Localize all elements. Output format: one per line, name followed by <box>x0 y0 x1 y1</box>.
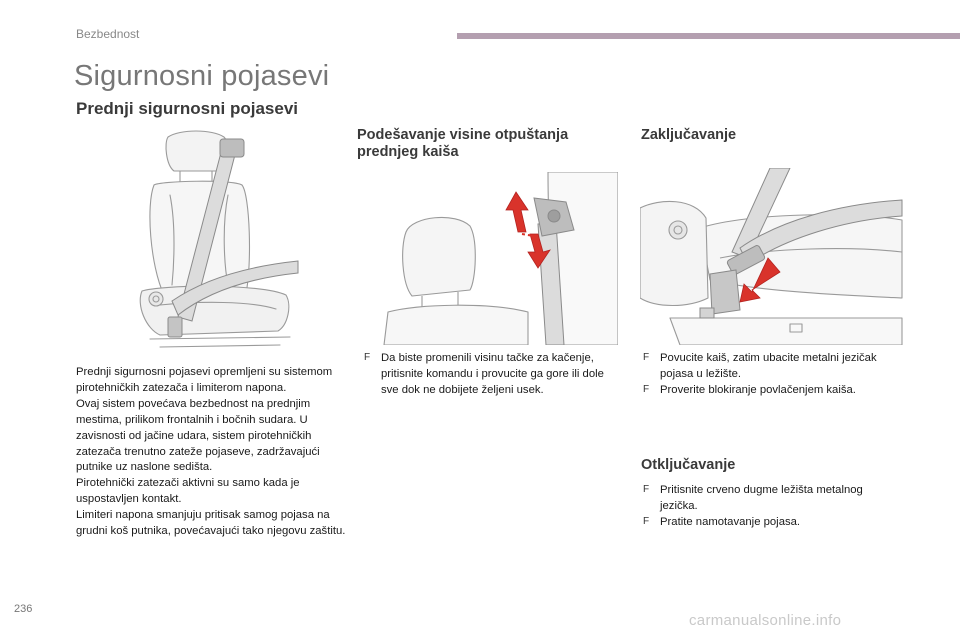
intro-text: Prednji sigurnosni pojasevi opremljeni s… <box>76 365 346 540</box>
intro-paragraph: Prednji sigurnosni pojasevi opremljeni s… <box>76 366 333 394</box>
intro-paragraph: Pirotehnički zatezači aktivni su samo ka… <box>76 477 300 506</box>
list-item: F Pratite namotavanje pojasa. <box>643 514 903 530</box>
watermark: carmanualsonline.info <box>689 612 842 629</box>
intro-paragraph: Limiteri napona smanjuju pritisak samog … <box>76 509 346 538</box>
section-label: Bezbednost <box>76 27 140 41</box>
adjust-heading: Podešavanje visine otpuštanja prednjeg k… <box>357 127 569 160</box>
instruction-text: Proverite blokiranje povlačenjem kaiša. <box>660 384 856 396</box>
list-item: F Proverite blokiranje povlačenjem kaiša… <box>643 382 913 398</box>
instruction-text: Povucite kaiš, zatim ubacite metalni jez… <box>660 352 877 380</box>
bullet-marker: F <box>364 352 371 363</box>
unlock-instructions: F Pritisnite crveno dugme ležišta metaln… <box>643 482 903 530</box>
header-bar <box>457 33 960 39</box>
bullet-marker: F <box>643 516 650 527</box>
adjust-instructions: F Da biste promenili visinu tačke za kač… <box>364 350 620 398</box>
buckle-lock-illustration <box>639 167 904 346</box>
bullet-marker: F <box>643 484 650 495</box>
seat-belt-icon <box>139 130 299 348</box>
lock-heading: Zaključavanje <box>641 127 737 143</box>
bullet-marker: F <box>643 384 650 395</box>
instruction-text: Da biste promenili visinu tačke za kačen… <box>381 352 604 396</box>
page-number: 236 <box>14 603 33 615</box>
bullet-marker: F <box>643 352 650 363</box>
instruction-text: Pratite namotavanje pojasa. <box>660 516 801 528</box>
list-item: F Da biste promenili visinu tačke za kač… <box>364 350 620 398</box>
height-adjust-icon <box>383 171 619 346</box>
page-title: Sigurnosni pojasevi <box>74 60 330 92</box>
lock-instructions: F Povucite kaiš, zatim ubacite metalni j… <box>643 350 913 398</box>
list-item: F Povucite kaiš, zatim ubacite metalni j… <box>643 350 913 382</box>
unlock-heading: Otključavanje <box>641 457 736 473</box>
seat-belt-illustration <box>120 125 320 357</box>
height-adjust-illustration <box>378 171 619 346</box>
instruction-text: Pritisnite crveno dugme ležišta metalnog… <box>660 484 863 512</box>
list-item: F Pritisnite crveno dugme ležišta metaln… <box>643 482 903 514</box>
intro-paragraph: Ovaj sistem povećava bezbednost na predn… <box>76 397 320 474</box>
buckle-lock-icon <box>639 167 903 346</box>
page-subtitle: Prednji sigurnosni pojasevi <box>76 99 298 118</box>
